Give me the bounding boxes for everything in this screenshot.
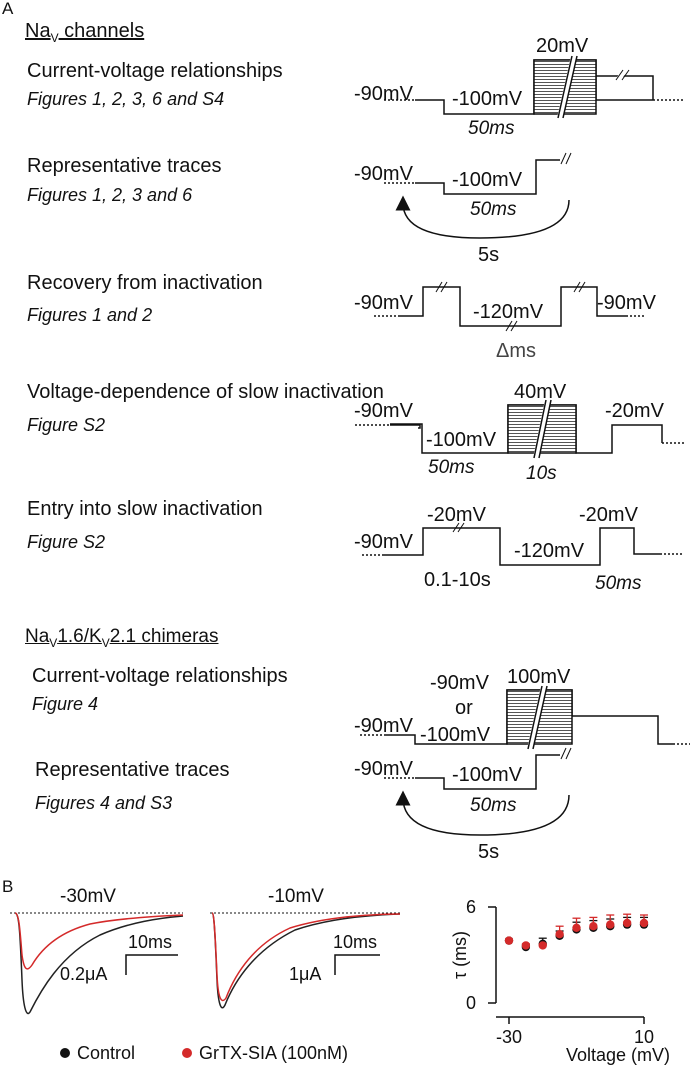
data-point-grtx <box>622 918 632 928</box>
protocol-title: Representative traces <box>27 155 222 177</box>
label-hold: -90mV <box>354 83 414 105</box>
legend-control-label: Control <box>77 1043 136 1063</box>
label-conditioning: 40mV <box>514 381 567 403</box>
label-recovery-voltage: -120mV <box>473 301 544 323</box>
label-conditioning-duration: 10s <box>526 463 557 484</box>
scale-bar <box>334 954 380 975</box>
x-tick-label: -30 <box>496 1027 522 1047</box>
protocol-chimera-traces-waveform <box>384 747 572 836</box>
protocol-subtitle: Figure S2 <box>27 532 106 552</box>
label-hold: -90mV <box>354 400 414 422</box>
protocol-subtitle: Figure 4 <box>32 694 99 714</box>
y-tick-label: 0 <box>466 993 476 1013</box>
label-test: -20mV <box>579 504 639 526</box>
y-axis-label: τ (ms) <box>450 931 470 979</box>
protocol-subtitle: Figures 4 and S3 <box>35 793 173 813</box>
label-pre-duration: 50ms <box>470 199 517 220</box>
x-tick-label: 10 <box>634 1027 654 1047</box>
protocol-title: Current-voltage relationships <box>27 60 283 82</box>
data-point-grtx <box>504 936 514 945</box>
panel-label-a: A <box>2 0 14 18</box>
legend-grtx-label: GrTX-SIA (100nM) <box>199 1043 349 1063</box>
trace-grtx <box>14 912 184 970</box>
protocol-chimera-iv-waveform <box>360 685 690 750</box>
protocol-slow-inactivation-waveform <box>355 399 686 459</box>
section-chimera-title: NaV1.6/KV2.1 chimeras <box>25 626 219 650</box>
protocol-entry-waveform <box>362 522 683 566</box>
panel-label-b: B <box>2 877 14 896</box>
label-test: 20mV <box>536 35 589 57</box>
trace-grtx <box>211 912 401 1002</box>
legend-control-marker <box>60 1048 70 1058</box>
scale-bar <box>125 954 178 975</box>
legend-grtx: GrTX-SIA (100nM) <box>182 1044 348 1062</box>
label-conditioning: -20mV <box>427 504 487 526</box>
label-pre: -100mV <box>452 764 523 786</box>
label-delta: Δms <box>496 340 536 362</box>
label-hold: -90mV <box>354 715 414 737</box>
protocol-subtitle: Figure S2 <box>27 415 106 435</box>
label-pre-duration: 50ms <box>470 795 517 816</box>
protocol-subtitle: Figures 1 and 2 <box>27 305 153 325</box>
protocol-title: Representative traces <box>35 759 230 781</box>
label-pre-duration: 50ms <box>428 457 475 478</box>
scale-time-label: 10ms <box>128 932 172 952</box>
label-hold: -90mV <box>354 292 414 314</box>
legend-control: Control <box>60 1044 135 1062</box>
label-recovery-voltage: -120mV <box>514 540 585 562</box>
label-pre: -100mV <box>426 429 497 451</box>
x-axis-label: Voltage (mV) <box>566 1045 670 1065</box>
legend-grtx-marker <box>182 1048 192 1058</box>
trace-control <box>14 912 184 1015</box>
label-pre: -100mV <box>452 88 523 110</box>
data-point-grtx <box>572 923 581 932</box>
data-point-grtx <box>589 922 598 931</box>
scale-current-label: 1μA <box>289 964 321 984</box>
protocol-subtitle: Figures 1, 2, 3 and 6 <box>27 185 193 205</box>
label-hold-2: -90mV <box>597 292 657 314</box>
label-interval: 5s <box>478 841 499 863</box>
data-point-grtx <box>555 930 564 939</box>
label-test: 100mV <box>507 666 571 688</box>
trace-control <box>211 912 401 1009</box>
trace-panel-minus30 <box>10 912 184 1015</box>
label-test-duration: 50ms <box>595 573 642 594</box>
label-pre-or: or <box>455 697 473 719</box>
label-pre-duration: 50ms <box>468 118 515 139</box>
protocol-title: Current-voltage relationships <box>32 665 288 687</box>
y-tick-label: 6 <box>466 897 476 917</box>
tau-chart-axes <box>488 906 645 1024</box>
label-hold: -90mV <box>354 758 414 780</box>
scale-time-label: 10ms <box>333 932 377 952</box>
label-conditioning-duration: 0.1-10s <box>424 569 491 591</box>
label-pre-b: -100mV <box>420 724 491 746</box>
protocol-subtitle: Figures 1, 2, 3, 6 and S4 <box>27 89 225 109</box>
label-test: -20mV <box>605 400 665 422</box>
protocol-title: Entry into slow inactivation <box>27 498 263 520</box>
data-point-grtx <box>521 941 531 950</box>
data-point-grtx <box>606 920 615 929</box>
protocol-iv-waveform <box>384 55 683 119</box>
scale-current-label: 0.2μA <box>60 964 107 984</box>
protocol-title: Voltage-dependence of slow inactivation <box>27 381 384 403</box>
label-pre-a: -90mV <box>430 672 490 694</box>
trace-voltage-label: -10mV <box>268 886 324 907</box>
data-point-grtx <box>538 941 547 950</box>
protocol-traces-waveform <box>384 152 572 239</box>
protocol-recovery-waveform <box>374 281 645 332</box>
label-hold: -90mV <box>354 531 414 553</box>
trace-panel-minus10 <box>210 912 401 1009</box>
tau-chart-marks <box>504 913 649 952</box>
label-pre: -100mV <box>452 169 523 191</box>
label-interval: 5s <box>478 244 499 266</box>
protocol-title: Recovery from inactivation <box>27 272 263 294</box>
data-point-grtx <box>639 918 649 928</box>
section-nav-title: NaV channels <box>25 20 145 45</box>
trace-voltage-label: -30mV <box>60 886 116 907</box>
label-hold: -90mV <box>354 163 414 185</box>
